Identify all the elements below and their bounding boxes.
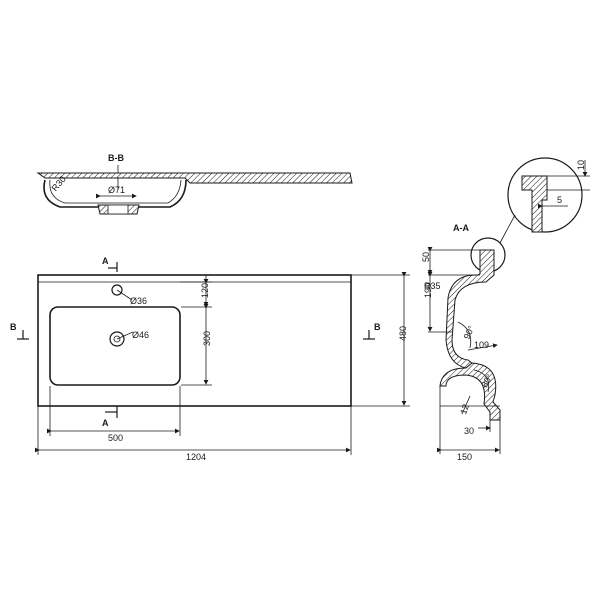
angle-90-arc xyxy=(457,321,472,349)
bb-d71-label: Ø71 xyxy=(108,185,125,195)
detail-leader xyxy=(499,214,516,244)
dim-150-label: 150 xyxy=(457,452,472,462)
top-view: Ø36 Ø46 A A B B 120 300 480 xyxy=(10,256,410,462)
detail-magnified-circle xyxy=(507,157,583,233)
dim-109-leader xyxy=(467,343,498,351)
d46-label: Ø46 xyxy=(132,330,149,340)
section-bb-title: B-B xyxy=(108,153,124,163)
r35-label: R35 xyxy=(424,281,441,291)
d36-label: Ø36 xyxy=(130,296,147,306)
dim-30-label: 30 xyxy=(464,426,474,436)
dim-120-label: 120 xyxy=(200,283,210,298)
dim-5-label: 5 xyxy=(557,195,562,205)
bb-slab-section xyxy=(36,172,353,184)
angle-80-arc xyxy=(473,369,490,393)
dim-50-label: 50 xyxy=(421,252,431,262)
aa-profile-upper xyxy=(445,249,495,369)
b-right-label: B xyxy=(374,322,381,332)
d46-leader xyxy=(116,331,134,340)
drain-hole-inner xyxy=(113,335,121,343)
basin-outline xyxy=(49,306,181,386)
dim-1204-label: 1204 xyxy=(186,452,206,462)
d36-leader xyxy=(116,289,133,301)
dim-10-label: 10 xyxy=(576,160,586,170)
dim-12-leader xyxy=(461,395,471,415)
dim-109-label: 109 xyxy=(474,340,489,350)
section-aa-title: A-A xyxy=(453,223,469,233)
tap-hole xyxy=(111,284,123,296)
bb-basin-inner xyxy=(49,179,182,204)
a-bottom-label: A xyxy=(102,418,109,428)
section-aa-view: A-A 10 5 50 190 R35 90° 109 xyxy=(421,157,590,462)
section-bb-view: B-B Ø71 R30 xyxy=(36,153,353,215)
dim-500-label: 500 xyxy=(108,433,123,443)
dim-190-label: 190 xyxy=(423,283,433,298)
dim-300-label: 300 xyxy=(202,331,212,346)
drain-hole xyxy=(109,331,125,347)
a-top-label: A xyxy=(102,256,109,266)
b-left-label: B xyxy=(10,322,17,332)
aa-profile-lower xyxy=(439,362,501,421)
counter-outline xyxy=(37,274,352,407)
dim-480-label: 480 xyxy=(398,326,408,341)
bb-drain-hole xyxy=(107,204,129,215)
detail-edge-section xyxy=(521,175,548,233)
dim-12-label: 12 xyxy=(458,403,471,416)
